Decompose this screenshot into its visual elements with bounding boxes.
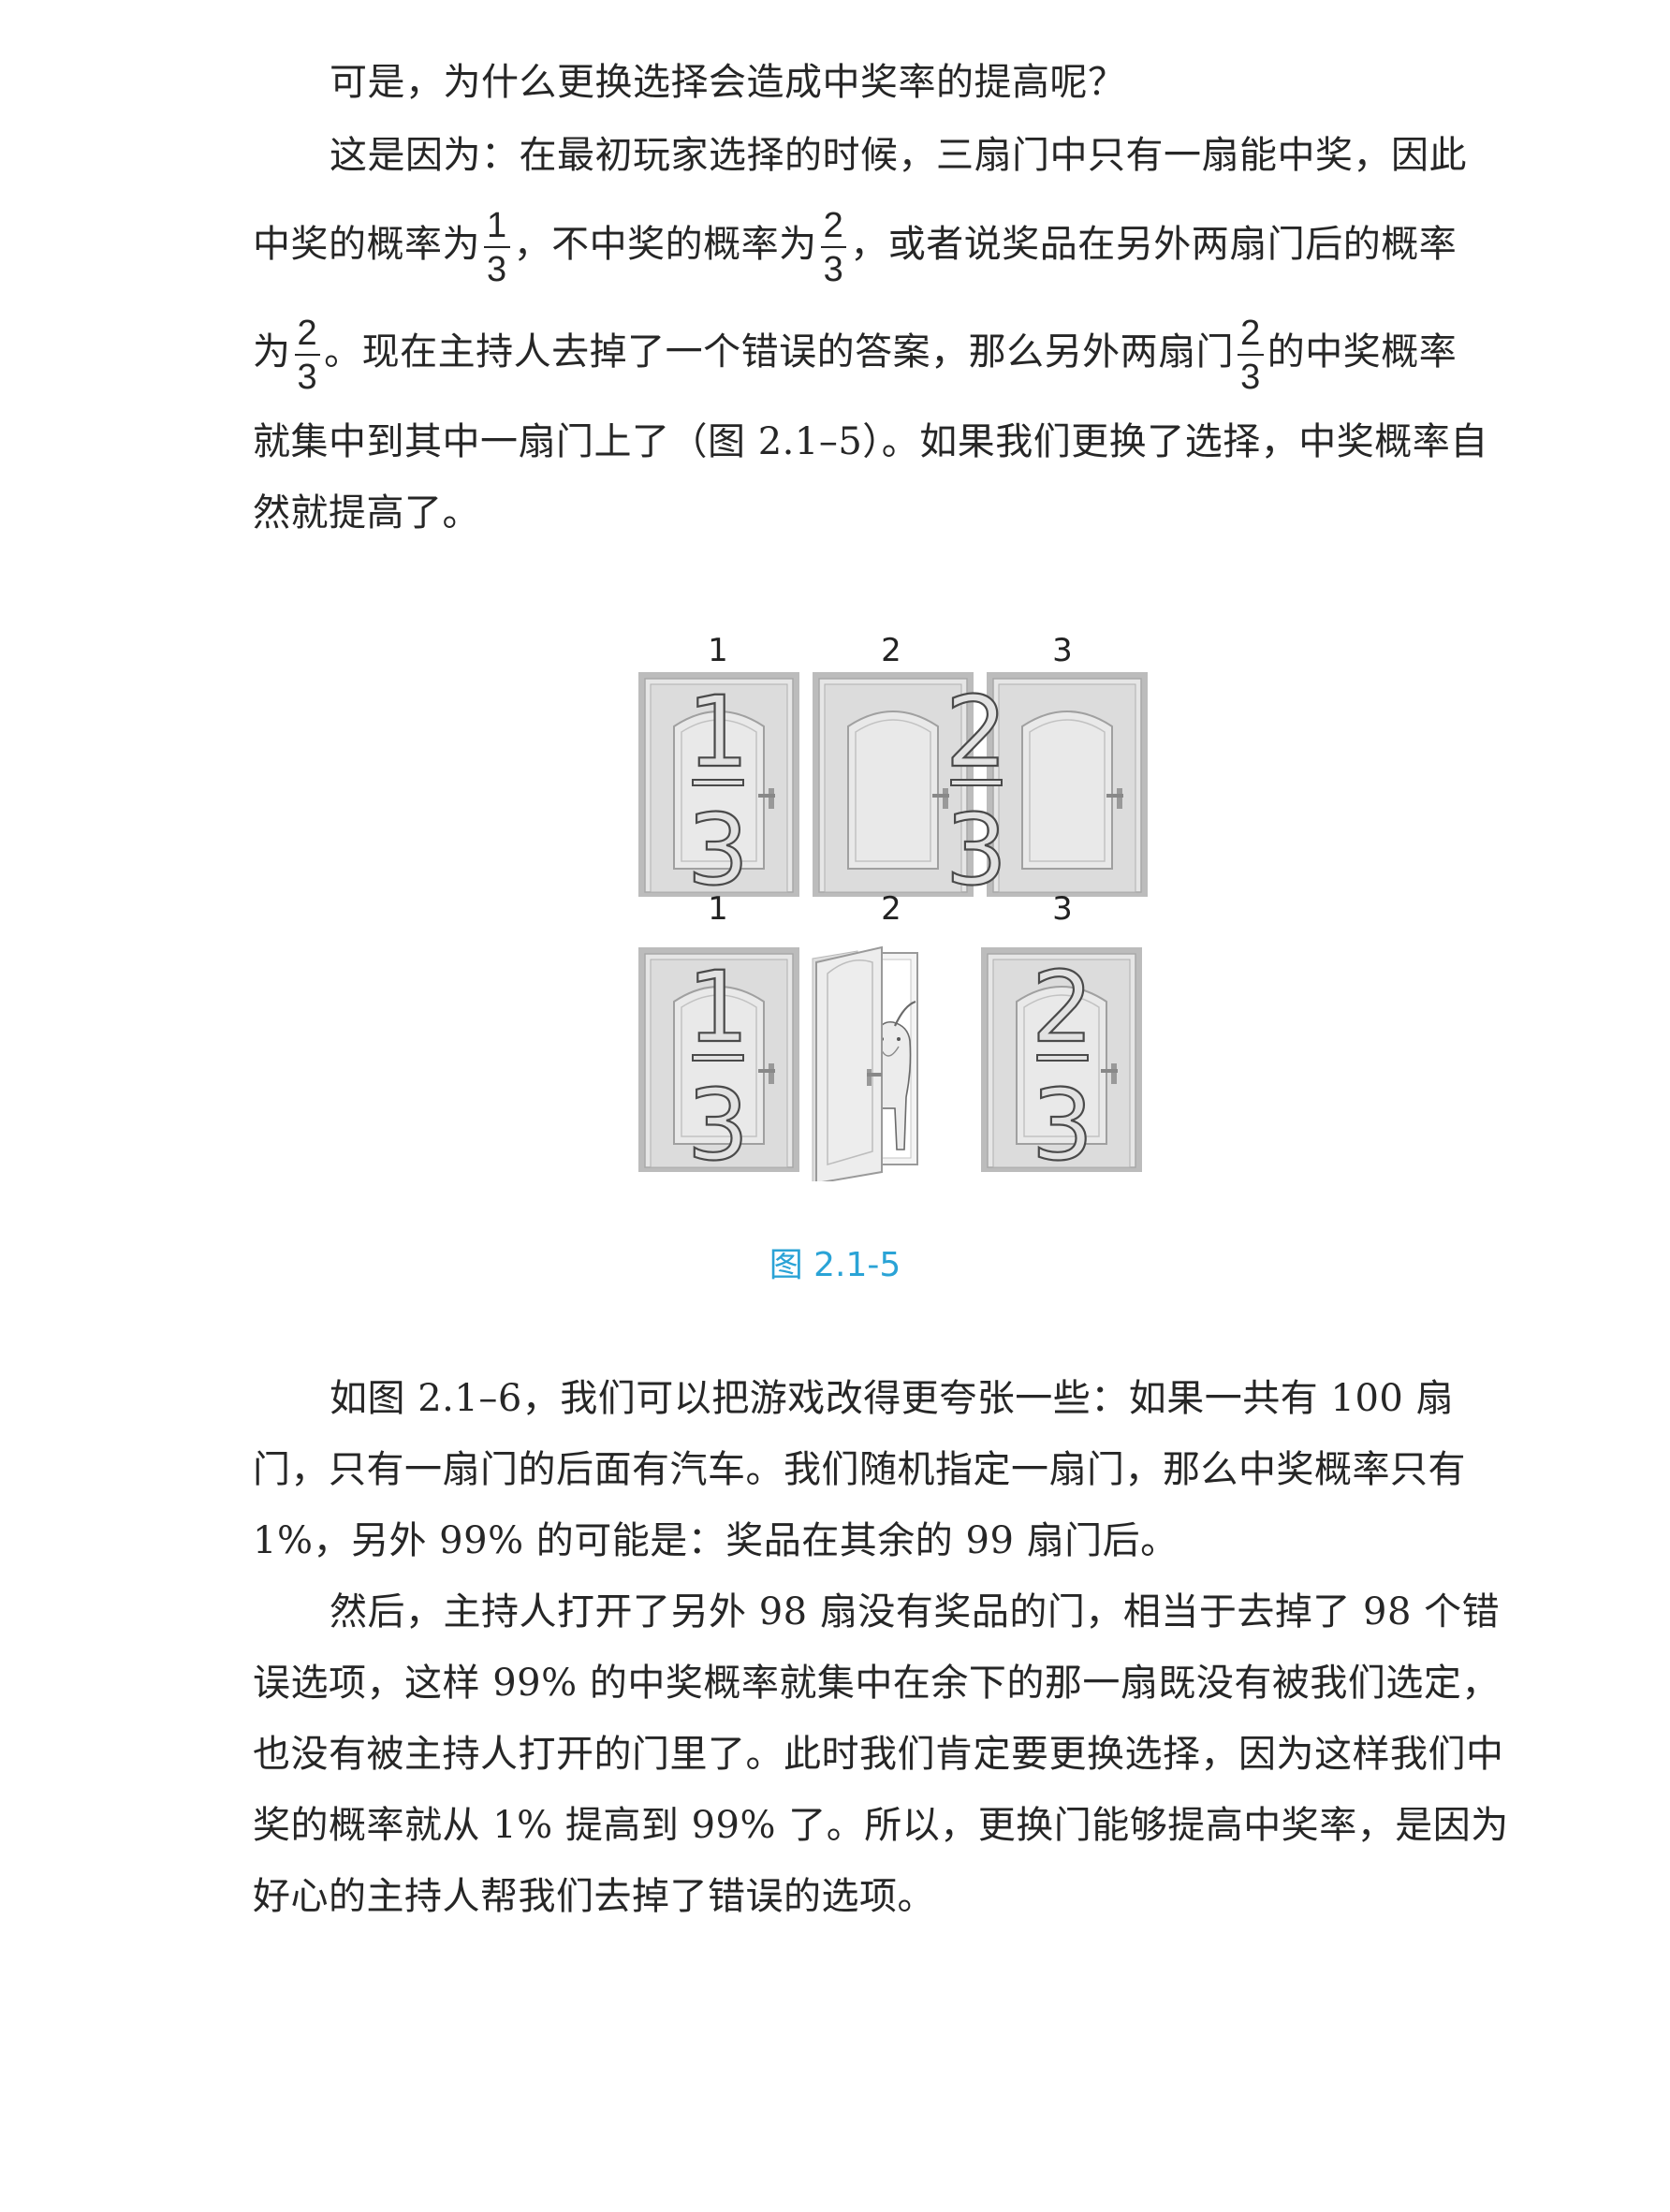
fraction-denominator: 3 (1032, 1068, 1093, 1181)
fraction-denominator: 3 (1240, 357, 1261, 397)
fraction-bar (1238, 353, 1264, 356)
fraction-overlay: 2 3 (945, 674, 1008, 908)
figure-caption: 图 2.1-5 (769, 1246, 901, 1284)
fraction-numerator: 2 (945, 675, 1007, 789)
fraction-denominator: 3 (823, 249, 844, 289)
text-run: 这是因为：在最初玩家选择的时候，三扇门中只有一扇能中奖，因此 (330, 134, 1467, 177)
text-run: 就集中到其中一扇门上了（图 2.1–5）。如果我们更换了选择，中奖概率自 (253, 420, 1488, 463)
explanation-line-1: 这是因为：在最初玩家选择的时候，三扇门中只有一扇能中奖，因此 (253, 120, 1518, 191)
fraction-numerator: 1 (687, 675, 749, 789)
fraction-denominator: 3 (687, 1068, 749, 1181)
fraction-numerator: 1 (487, 205, 507, 245)
fraction-numerator: 2 (297, 313, 318, 353)
fraction-overlay: 2 3 (1031, 949, 1094, 1181)
fraction-bar (294, 353, 321, 356)
fraction-denominator: 3 (297, 357, 318, 397)
fraction-numerator: 2 (1032, 950, 1093, 1064)
fraction-numerator: 2 (823, 205, 844, 245)
door-number-label: 2 (881, 632, 901, 669)
fraction-bar (820, 245, 847, 248)
text-run: 为 (253, 330, 291, 374)
door-3-closed (986, 671, 1149, 898)
conclusion-paragraph: 然后，主持人打开了另外 98 扇没有奖品的门，相当于去掉了 98 个错误选项，这… (253, 1590, 1509, 1918)
explanation-line-4: 就集中到其中一扇门上了（图 2.1–5）。如果我们更换了选择，中奖概率自 (253, 406, 1518, 477)
text-run: ，不中奖的概率为 (513, 223, 817, 266)
fraction-bar (692, 1054, 744, 1062)
door-number-label: 3 (1052, 632, 1073, 669)
text-run: 。现在主持人去掉了一个错误的答案，那么另外两扇门 (324, 330, 1235, 374)
fraction-denominator: 3 (945, 793, 1007, 907)
fraction-bar (692, 779, 744, 786)
fraction-overlay: 1 3 (686, 949, 750, 1181)
door-number-label: 3 (1052, 890, 1073, 928)
door-number-label: 1 (708, 890, 728, 928)
fraction-numerator: 1 (687, 950, 749, 1064)
fraction-bar (950, 779, 1003, 786)
text-run: 的中奖概率 (1267, 330, 1458, 374)
fraction-denominator: 3 (487, 249, 507, 289)
text-run: ，或者说奖品在另外两扇门后的概率 (850, 223, 1458, 266)
extension-paragraph: 如图 2.1–6，我们可以把游戏改得更夸张一些：如果一共有 100 扇门，只有一… (253, 1377, 1466, 1562)
door-2-open (812, 945, 918, 1181)
explanation-line-5: 然就提高了。 (253, 477, 1518, 549)
door-number-label: 2 (881, 890, 901, 928)
fraction-bar (1036, 1054, 1089, 1062)
text-run: 然就提高了。 (253, 491, 480, 535)
fraction-numerator: 2 (1240, 313, 1261, 353)
fraction-denominator: 3 (687, 793, 749, 907)
fraction-overlay: 1 3 (686, 674, 750, 908)
fraction-bar (484, 245, 510, 248)
text-run: 中奖的概率为 (253, 223, 480, 266)
door-number-label: 1 (708, 632, 728, 669)
intro-question: 可是，为什么更换选择会造成中奖率的提高呢？ (330, 61, 1126, 104)
monty-hall-doors-figure: 1 2 3 1 3 2 3 1 2 3 1 (637, 632, 1149, 1181)
